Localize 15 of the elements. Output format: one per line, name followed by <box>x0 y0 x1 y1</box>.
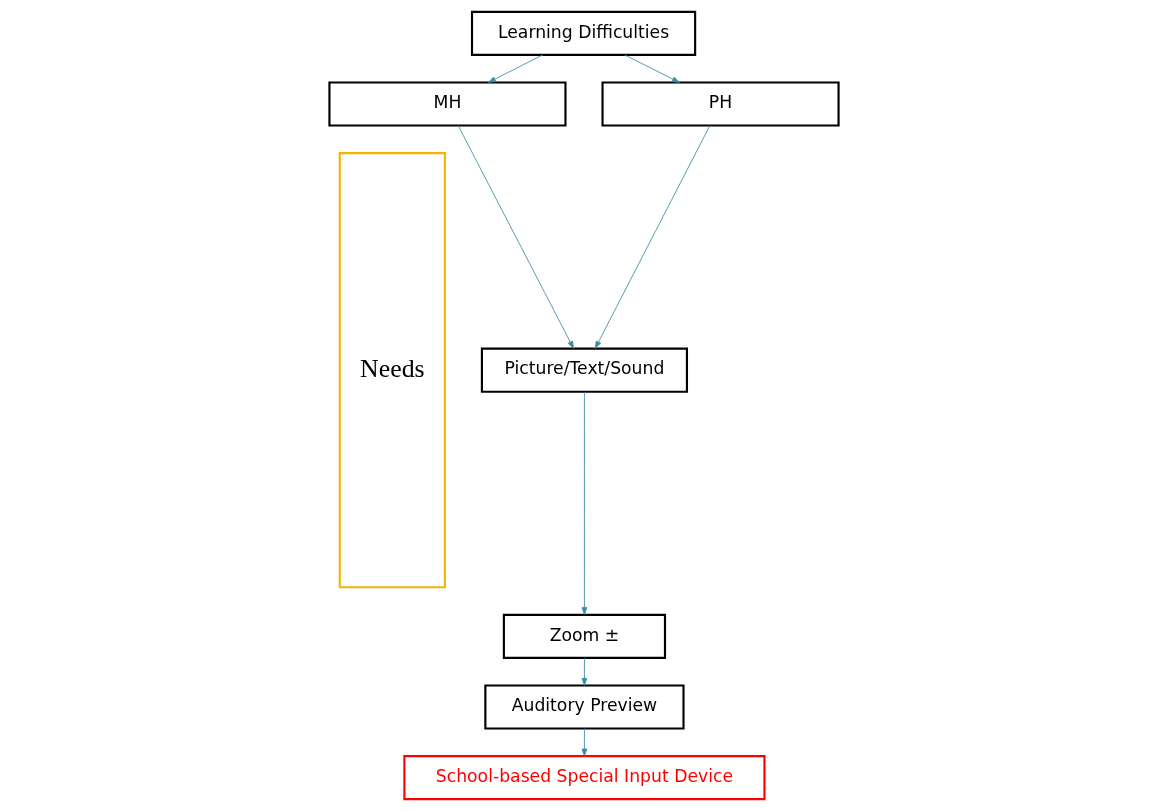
arrow <box>581 728 588 757</box>
arrow <box>624 54 680 83</box>
node-box: MH <box>328 81 567 127</box>
node-box: Picture/Text/Sound <box>480 347 688 393</box>
node-box: PH <box>601 81 840 127</box>
node-box: Zoom ± <box>502 613 667 659</box>
node-box: Needs <box>338 152 446 589</box>
node-box: Learning Difficulties <box>470 10 697 56</box>
arrow <box>488 54 544 83</box>
node-box: Auditory Preview <box>484 684 685 730</box>
arrow <box>581 657 588 686</box>
node-box: School-based Special Input Device <box>403 755 766 801</box>
arrow <box>457 125 574 349</box>
arrow <box>594 125 711 349</box>
arrow <box>581 391 588 615</box>
